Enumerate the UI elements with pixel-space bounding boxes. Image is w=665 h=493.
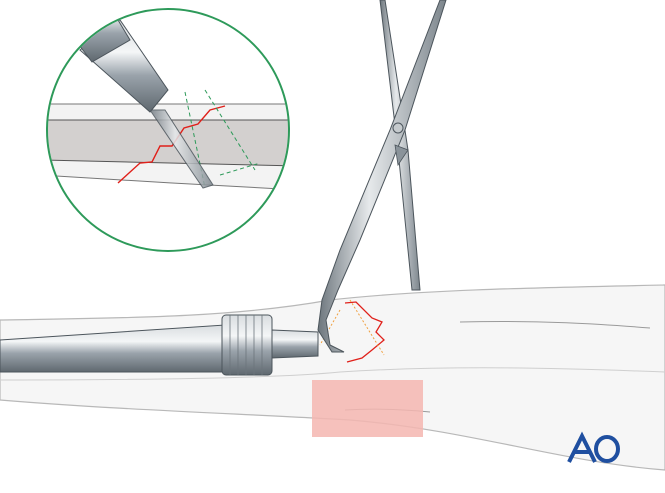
fracture-line xyxy=(344,301,385,363)
drill-sleeve xyxy=(0,314,319,376)
bone xyxy=(0,284,665,471)
magnifier-ring xyxy=(46,8,290,252)
magnified-inset xyxy=(46,8,290,252)
ao-logo xyxy=(567,431,620,463)
highlighted-zone xyxy=(312,380,423,437)
pointed-reduction-forceps xyxy=(317,0,447,353)
